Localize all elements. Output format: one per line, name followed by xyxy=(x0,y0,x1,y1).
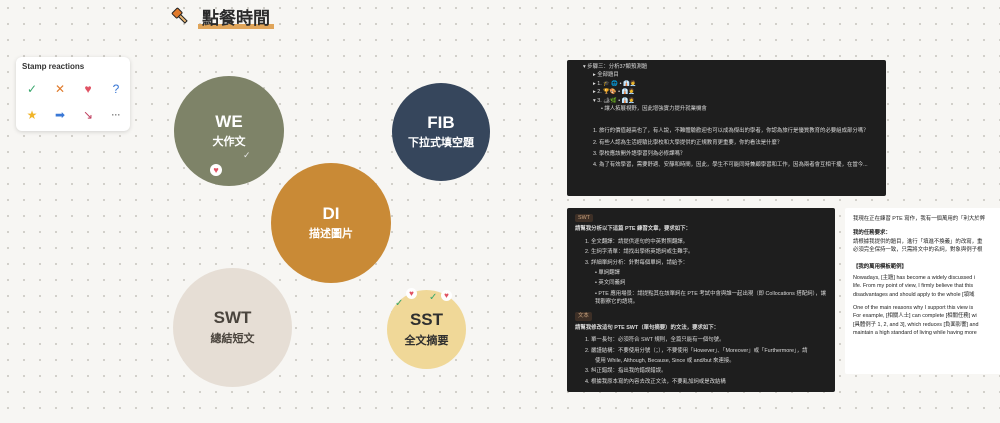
page-title[interactable]: 點餐時間 xyxy=(198,4,274,29)
outline-line: • 讓人拓展視野，因此增強實力提升就業機會 xyxy=(601,105,707,112)
heart-stamp-icon: ♥ xyxy=(210,164,222,176)
prompt-item: • PTE 應用場景：請提點其在該單詞在 PTE 考試中會與誰一起出現（即 Co… xyxy=(595,290,827,305)
prompt-item: 2. 生詞字清單：請找出學術英語詞或生難字。 xyxy=(585,249,694,256)
more-icon[interactable]: ··· xyxy=(111,110,121,120)
prompt-item: 3. 糾正錯誤：指出我的錯誤錯誤。 xyxy=(585,368,667,375)
star-icon[interactable]: ★ xyxy=(26,108,38,122)
circle-code: SST xyxy=(409,310,444,330)
circle-di[interactable]: DI 描述圖片 xyxy=(271,163,391,283)
prompt-intro-2: 請幫我修改這句 PTE SWT（單句摘要）的文法，要求如下： xyxy=(575,324,720,331)
outline-doc-panel[interactable]: ▾ 步驟三：分析37類預測題 ▸ 全部題目▸ 1. 🎓 🌐 • 👔🧑‍💼 ▸ 2. … xyxy=(567,60,886,196)
circle-we[interactable]: WE 大作文 ♥ ✓ xyxy=(174,76,284,186)
template-line: 【我的萬用模板範例】 xyxy=(853,263,907,270)
template-line: [具體例子 1, 2, and 3], which reduces [負面影響]… xyxy=(853,321,979,328)
circle-label: 總結短文 xyxy=(210,332,255,345)
check-stamp-icon: ✓ xyxy=(243,150,251,160)
prompt-item: 4. 根據我原本寫的內容去改正文法，不要亂加詞或是改結構 xyxy=(585,378,726,385)
template-line: 我的任務要求： xyxy=(853,230,891,237)
circle-label: 大作文 xyxy=(212,136,246,149)
chart-down-icon[interactable]: ↘ xyxy=(82,108,94,122)
template-line: 我現在正在練習 PTE 寫作，我有一個萬用的「利大於弊 xyxy=(853,216,986,222)
outline-line: ▸ 1. 🎓 🌐 • 👔🧑‍💼 xyxy=(593,80,637,87)
outline-line: 3. 學校應該開外語學習列為必修課嗎？ xyxy=(593,151,686,157)
question-icon[interactable]: ? xyxy=(112,82,120,96)
stamp-panel-title: Stamp reactions xyxy=(22,62,85,71)
template-line: For example, [相關人士] can complete [相關任務] … xyxy=(853,313,977,320)
tag-label: SWT xyxy=(575,214,593,223)
circle-label: 描述圖片 xyxy=(309,228,353,241)
outline-line: ▸ 全部題目 xyxy=(593,72,619,79)
circle-label: 全文摘要 xyxy=(404,334,449,347)
template-line: maintain a high standard of living while… xyxy=(853,330,977,337)
prompt-item: 3. 詳細單詞分析：針對每個單詞，請給予： xyxy=(585,259,689,266)
outline-line: ▾ 步驟三：分析37類預測題 xyxy=(583,64,648,70)
outline-line: ▾ 3. 🏕🌿 • 👔🧑‍💼 xyxy=(593,97,636,104)
prompt-item: • 英文同義詞 xyxy=(595,280,626,287)
outline-line: 1. 旅行的價值越高也了，有人說，不難體驗歡迎也可以成為傑出的學者，你認為旅行是… xyxy=(593,128,869,135)
prompt-item: 1. 全文翻譯：請提供逐句的中英對照翻譯。 xyxy=(585,238,689,245)
template-line: One of the main reasons why I support th… xyxy=(853,305,974,311)
template-line: life. From my point of view, I firmly be… xyxy=(853,283,974,290)
template-line: disadvantages and should apply to the wh… xyxy=(853,291,975,298)
circle-code: DI xyxy=(322,203,340,223)
template-line: 必須完全保持一致，只需將文中的名詞，對象與例子根 xyxy=(853,247,983,254)
heart-stamp-icon: ♥ xyxy=(406,288,417,299)
circle-code: SWT xyxy=(213,308,252,328)
prompt-item: 1. 單一長句：必須符合 SWT 規則，全篇只能有一個句號。 xyxy=(585,337,725,344)
template-line: 請根據我提供的題目，進行「填進不換義」的改寫，重 xyxy=(853,238,983,245)
circle-fib[interactable]: FIB 下拉式填空題 xyxy=(392,83,490,181)
prompt-item: • 單詞翻譯 xyxy=(595,269,620,276)
circle-label: 下拉式填空題 xyxy=(408,137,474,150)
circle-swt[interactable]: SWT 總結短文 xyxy=(173,268,292,387)
heart-icon[interactable]: ♥ xyxy=(84,82,92,96)
arrow-right-icon[interactable]: ➡ xyxy=(54,108,66,122)
cross-icon[interactable]: ✕ xyxy=(54,82,66,96)
swt-prompt-panel[interactable]: SWT 請幫我分析以下這篇 PTE 練習文章，要求如下： 1. 全文翻譯：請提供… xyxy=(567,208,835,392)
pin-icon xyxy=(171,7,188,24)
tag-label: 文本 xyxy=(575,312,592,321)
page-header: 點餐時間 xyxy=(170,4,274,29)
outline-line: 2. 有些人認為生活經驗比學校和大學提供的正規教育更重要，你的看法是什麼？ xyxy=(593,139,783,146)
outline-line: ▸ 2. 🏆🎨 • 👔🧑‍💼 xyxy=(593,89,635,96)
prompt-intro: 請幫我分析以下這篇 PTE 練習文章，要求如下： xyxy=(575,226,691,233)
check-stamp-icon: ✓ xyxy=(429,292,438,303)
prompt-item: 2. 嚴謹結構：不要使用分號（；），不要使用「However」、「Moreove… xyxy=(585,347,808,354)
circle-code: WE xyxy=(215,111,243,131)
circle-code: FIB xyxy=(427,112,455,132)
outline-line: 4. 為了有效學習，需要舒適、安靜和時間，因此，學生不可能同時兼顧學習和工作，因… xyxy=(593,162,868,169)
heart-stamp-icon: ♥ xyxy=(441,290,452,301)
template-doc-panel[interactable]: 我現在正在練習 PTE 寫作，我有一個萬用的「利大於弊我的任務要求：請根據我提供… xyxy=(845,208,1000,374)
check-stamp-icon: ✓ xyxy=(395,298,404,309)
template-line: Nowadays, [主題] has become a widely discu… xyxy=(853,274,975,281)
check-icon[interactable]: ✓ xyxy=(26,82,38,96)
prompt-item: 使用 While, Although, Because, Since 或 and… xyxy=(595,357,735,364)
stamp-reactions-panel: Stamp reactions ✓ ✕ ♥? ★ ➡ ↘ ··· xyxy=(16,57,130,131)
circle-sst[interactable]: SST 全文摘要 ♥ ✓ ✓ ♥ xyxy=(387,288,466,369)
